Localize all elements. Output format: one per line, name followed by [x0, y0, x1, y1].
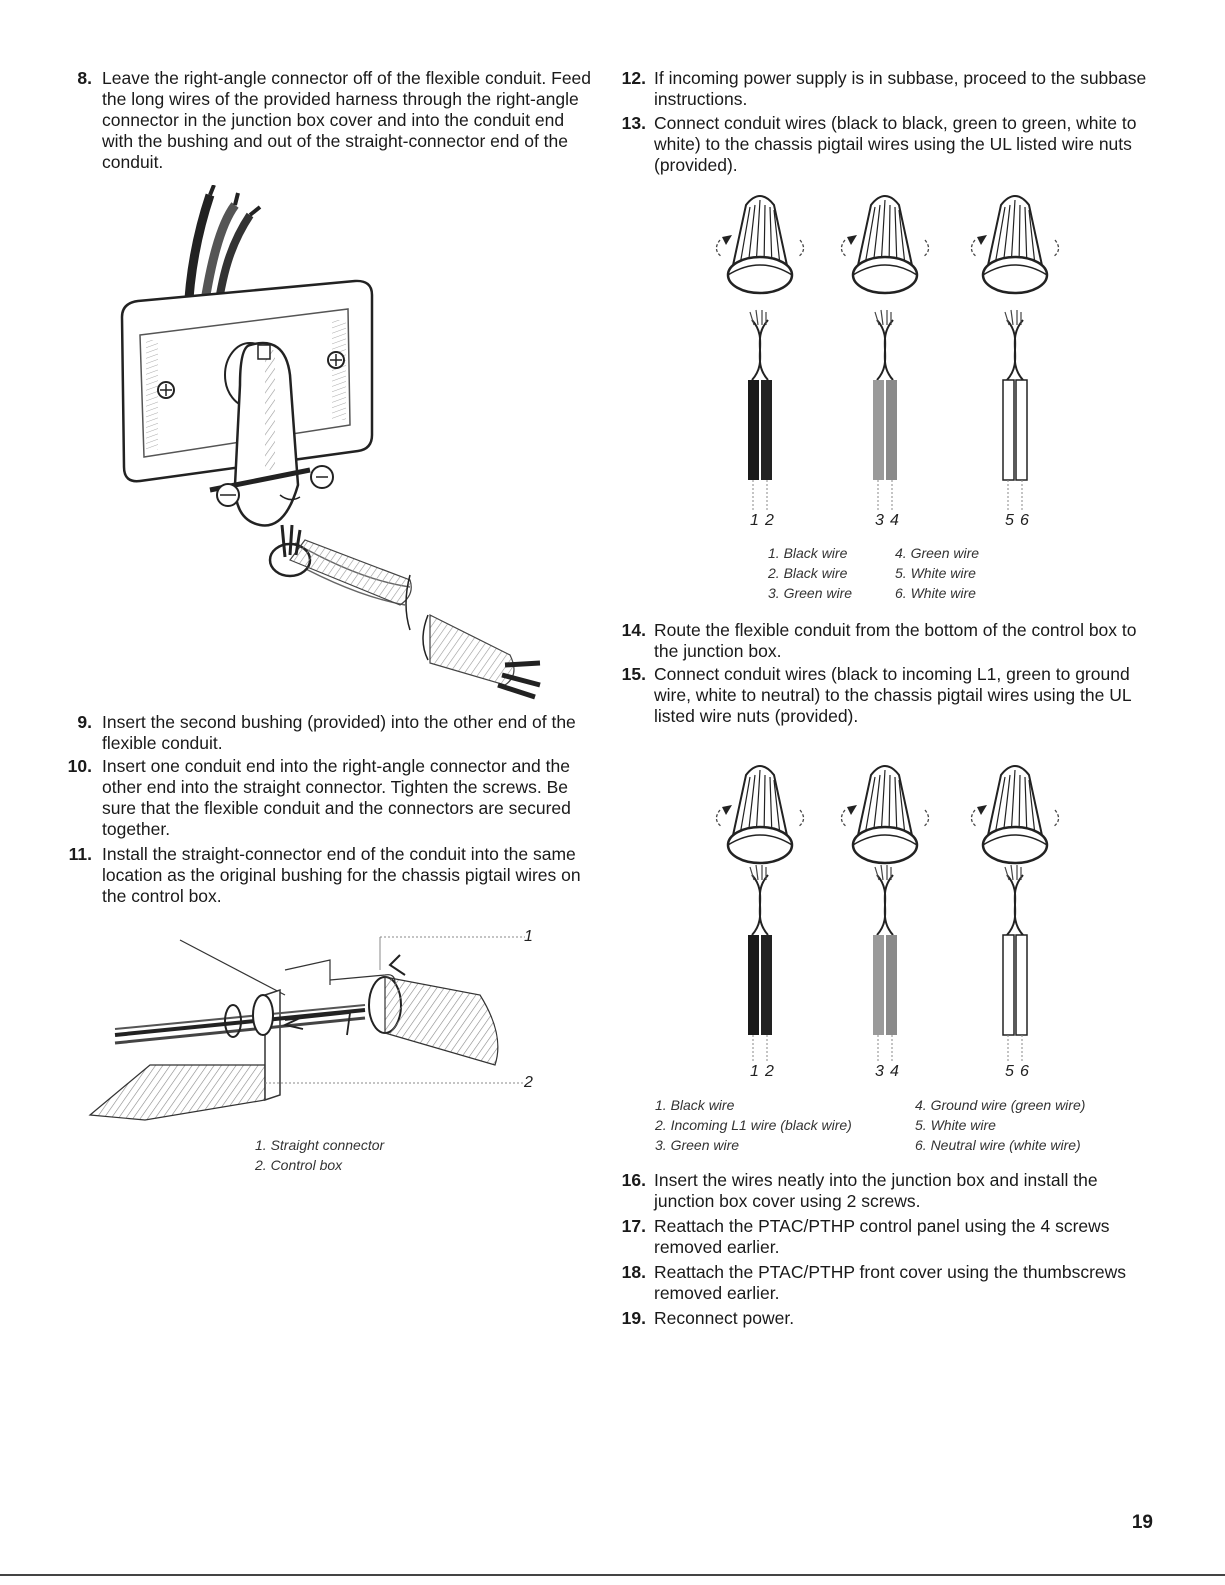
wire-number: 6 — [1020, 1063, 1029, 1080]
page-bottom-rule — [0, 1574, 1225, 1576]
step-number: 16. — [621, 1170, 646, 1190]
legend-item: 2. Control box — [255, 1157, 343, 1173]
step-number: 12. — [621, 68, 646, 88]
step-16: 16. Insert the wires neatly into the jun… — [612, 1170, 1152, 1212]
legend-item: 6. White wire — [895, 585, 976, 601]
legend-item: 2. Incoming L1 wire (black wire) — [655, 1117, 852, 1133]
legend-item: 4. Ground wire (green wire) — [915, 1097, 1086, 1113]
step-8: 8. Leave the right-angle connector off o… — [64, 68, 594, 173]
step-number: 17. — [621, 1216, 646, 1236]
straight-connector-illustration — [88, 936, 525, 1121]
wire-number: 3 — [875, 512, 884, 529]
legend-item: 2. Black wire — [768, 565, 848, 581]
step-text: Connect conduit wires (black to black, g… — [654, 113, 1137, 175]
step-18: 18. Reattach the PTAC/PTHP front cover u… — [612, 1262, 1152, 1304]
step-text: If incoming power supply is in subbase, … — [654, 68, 1147, 109]
wire-number: 3 — [875, 1063, 884, 1080]
wire-number: 5 — [1005, 1063, 1014, 1080]
step-text: Insert the second bushing (provided) int… — [102, 712, 576, 753]
legend-item: 1. Straight connector — [255, 1137, 385, 1153]
step-12: 12. If incoming power supply is in subba… — [612, 68, 1152, 110]
step-9: 9. Insert the second bushing (provided) … — [64, 712, 594, 754]
step-number: 14. — [621, 620, 646, 640]
connector-legend: 1. Straight connector 2. Control box — [255, 1135, 384, 1175]
step-text: Reattach the PTAC/PTHP control panel usi… — [654, 1216, 1110, 1257]
wire-number: 6 — [1020, 512, 1029, 529]
step-number: 19. — [621, 1308, 646, 1328]
step-text: Leave the right-angle connector off of t… — [102, 68, 592, 172]
step-13: 13. Connect conduit wires (black to blac… — [612, 113, 1152, 176]
wire-legend-1-right: 4. Green wire 5. White wire 6. White wir… — [895, 543, 979, 603]
step-number: 9. — [77, 712, 92, 732]
wire-number: 2 — [765, 1063, 774, 1080]
step-14: 14. Route the flexible conduit from the … — [612, 620, 1152, 662]
step-text: Insert the wires neatly into the junctio… — [654, 1170, 1098, 1211]
page-number: 19 — [1131, 1512, 1153, 1533]
wire-nuts-illustration-2 — [715, 764, 1060, 1063]
step-15: 15. Connect conduit wires (black to inco… — [612, 664, 1152, 727]
callout-2: 2 — [524, 1074, 533, 1091]
wire-number: 1 — [750, 1063, 759, 1080]
wire-number: 1 — [750, 512, 759, 529]
step-11: 11. Install the straight-connector end o… — [64, 844, 594, 907]
legend-item: 3. Green wire — [655, 1137, 740, 1153]
step-text: Reconnect power. — [654, 1308, 795, 1328]
step-text: Insert one conduit end into the right-an… — [102, 756, 571, 839]
step-10: 10. Insert one conduit end into the righ… — [64, 756, 594, 840]
step-number: 11. — [68, 844, 92, 864]
wire-legend-1-left: 1. Black wire 2. Black wire 3. Green wir… — [768, 543, 852, 603]
step-text: Connect conduit wires (black to incoming… — [654, 664, 1131, 726]
step-number: 13. — [621, 113, 646, 133]
legend-item: 3. Green wire — [768, 585, 853, 601]
wire-number: 4 — [890, 1063, 899, 1080]
step-number: 18. — [621, 1262, 646, 1282]
step-19: 19. Reconnect power. — [612, 1308, 1152, 1329]
legend-item: 1. Black wire — [768, 545, 848, 561]
wire-legend-2-left: 1. Black wire 2. Incoming L1 wire (black… — [655, 1095, 852, 1155]
callout-1: 1 — [524, 928, 533, 945]
wire-number: 2 — [765, 512, 774, 529]
wire-nuts-illustration-1 — [715, 194, 1060, 510]
junction-box-illustration — [120, 185, 541, 700]
step-number: 10. — [67, 756, 92, 776]
legend-item: 5. White wire — [915, 1117, 996, 1133]
step-number: 8. — [77, 68, 92, 88]
legend-item: 4. Green wire — [895, 545, 980, 561]
step-text: Route the flexible conduit from the bott… — [654, 620, 1137, 661]
wire-legend-2-right: 4. Ground wire (green wire) 5. White wir… — [915, 1095, 1085, 1155]
legend-item: 1. Black wire — [655, 1097, 735, 1113]
step-17: 17. Reattach the PTAC/PTHP control panel… — [612, 1216, 1152, 1258]
legend-item: 5. White wire — [895, 565, 976, 581]
legend-item: 6. Neutral wire (white wire) — [915, 1137, 1081, 1153]
step-text: Install the straight-connector end of th… — [102, 844, 581, 906]
wire-number: 5 — [1005, 512, 1014, 529]
step-text: Reattach the PTAC/PTHP front cover using… — [654, 1262, 1127, 1303]
step-number: 15. — [621, 664, 646, 684]
wire-number: 4 — [890, 512, 899, 529]
